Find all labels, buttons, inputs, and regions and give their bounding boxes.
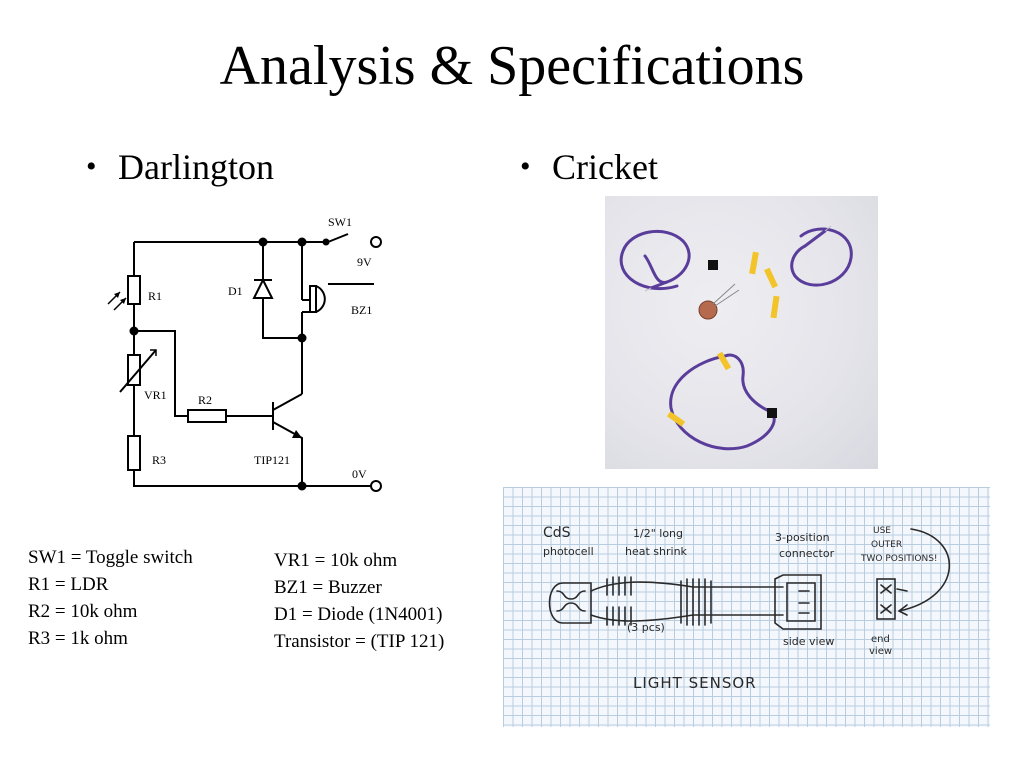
bullet-darlington-label: Darlington (118, 147, 274, 187)
sketch-label-side-view: side view (783, 635, 835, 648)
label-tip121: TIP121 (254, 453, 290, 467)
darlington-schematic: SW1 9V R1 D1 BZ1 VR1 R2 R3 TIP121 0V (107, 215, 382, 492)
light-sensor-sketch: CdS photocell 1/2" long heat shrink (3 p… (503, 487, 990, 727)
label-0v: 0V (352, 467, 367, 481)
sketch-label-outer: OUTER (871, 540, 903, 550)
bullet-marker: • (86, 150, 97, 183)
sketch-label-cds: CdS (543, 525, 571, 541)
bullet-cricket-label: Cricket (552, 147, 658, 187)
cricket-parts-photo (605, 196, 878, 469)
sketch-caption: LIGHT SENSOR (633, 674, 757, 692)
component-item: VR1 = 10k ohm (274, 550, 398, 571)
label-d1: D1 (228, 284, 243, 298)
component-item: R2 = 10k ohm (28, 601, 138, 622)
component-list-left: SW1 = Toggle switch R1 = LDR R2 = 10k oh… (28, 544, 193, 652)
sketch-label-heat-shrink: heat shrink (625, 545, 687, 558)
sketch-label-photocell: photocell (543, 545, 594, 558)
bullet-marker: • (520, 150, 531, 183)
sketch-label-shrink-length: 1/2" long (633, 527, 683, 540)
sketch-label-pieces: (3 pcs) (627, 621, 665, 634)
component-item: SW1 = Toggle switch (28, 547, 193, 568)
component-item: R3 = 1k ohm (28, 628, 128, 649)
component-item: R1 = LDR (28, 574, 109, 595)
sketch-label-view: view (869, 646, 893, 657)
label-r2: R2 (198, 393, 212, 407)
label-vr1: VR1 (144, 388, 167, 402)
sketch-label-connector-type: 3-position (775, 531, 830, 544)
component-item: Transistor = (TIP 121) (274, 631, 445, 652)
slide-title: Analysis & Specifications (219, 35, 805, 97)
bullet-darlington: • Darlington (86, 145, 274, 189)
component-item: D1 = Diode (1N4001) (274, 604, 443, 625)
label-sw1: SW1 (328, 215, 352, 229)
label-r1: R1 (148, 289, 162, 303)
sketch-label-two-positions: TWO POSITIONS! (861, 554, 938, 564)
bullet-cricket: • Cricket (520, 145, 658, 189)
label-9v: 9V (357, 255, 372, 269)
sketch-label-end: end (871, 634, 890, 645)
sketch-label-use: USE (873, 526, 891, 536)
label-r3: R3 (152, 453, 166, 467)
component-list-right: VR1 = 10k ohm BZ1 = Buzzer D1 = Diode (1… (274, 547, 444, 655)
label-bz1: BZ1 (351, 303, 372, 317)
component-item: BZ1 = Buzzer (274, 577, 382, 598)
sketch-label-connector: connector (779, 547, 835, 560)
